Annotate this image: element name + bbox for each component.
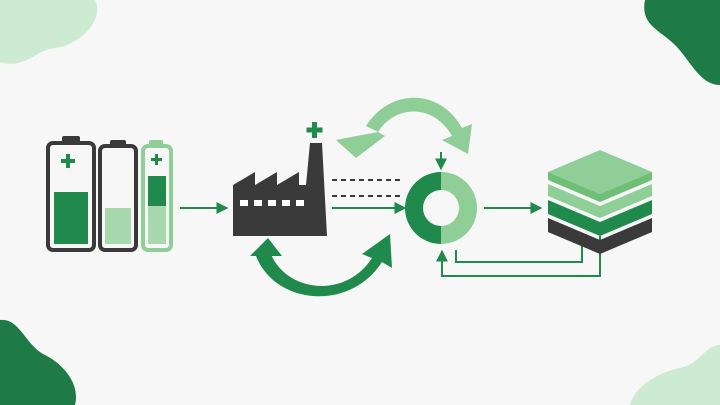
plus-icon (151, 154, 162, 165)
cycle-arrow-top (336, 97, 472, 158)
battery-icon (46, 136, 96, 252)
layer-stack-icon (548, 150, 652, 254)
ring-icon (405, 172, 477, 244)
plus-icon (306, 122, 323, 138)
dashed-connectors (332, 179, 407, 214)
corner-blob-bottom-left (0, 319, 76, 405)
cycle-arrow-bottom (250, 234, 392, 297)
feedback-loop (436, 236, 601, 277)
corner-blob-top-left (0, 0, 98, 64)
battery-group (46, 136, 173, 252)
plus-icon (61, 154, 75, 168)
battery-icon (98, 140, 138, 252)
battery-icon (141, 140, 173, 252)
corner-blob-top-right (644, 0, 720, 85)
corner-blob-bottom-right (630, 345, 720, 405)
factory-icon (233, 122, 327, 236)
